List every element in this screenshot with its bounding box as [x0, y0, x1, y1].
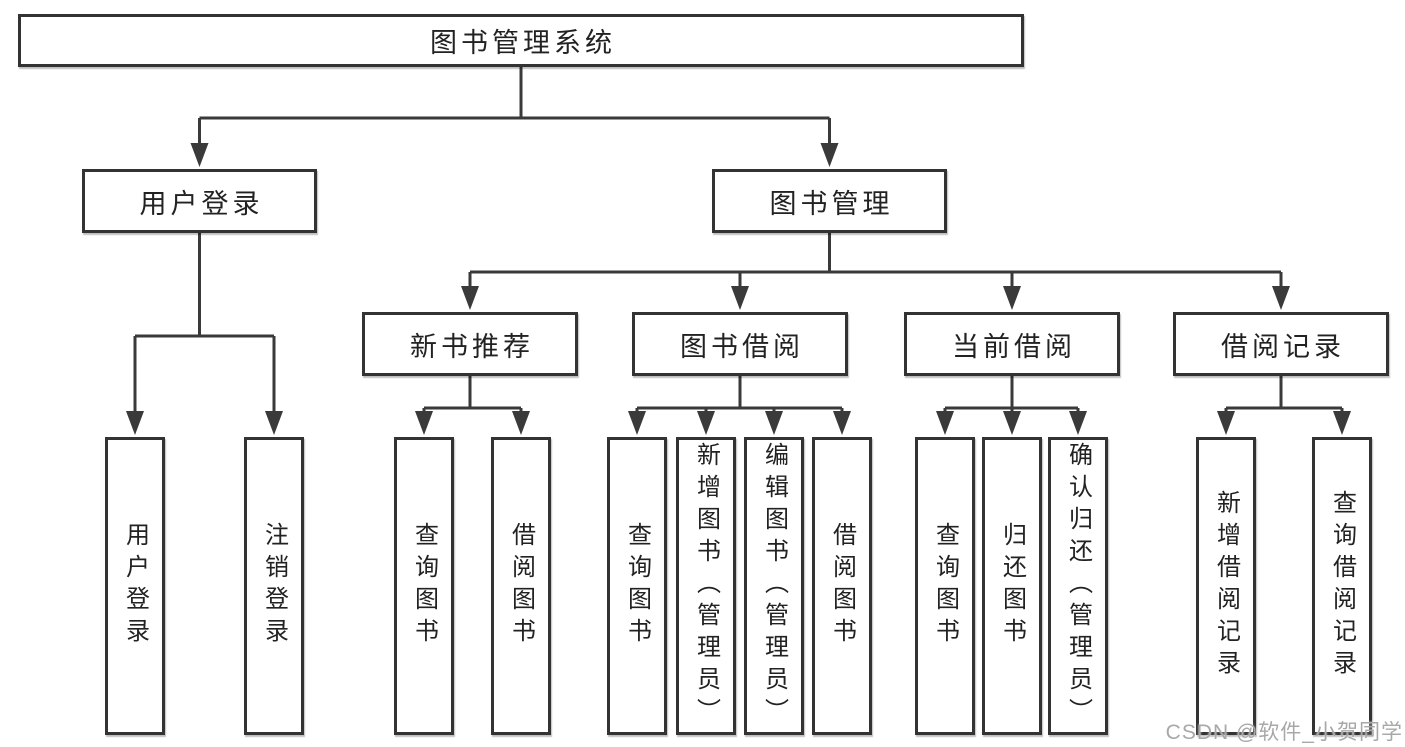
node-borrow-books-label: 借阅图书	[828, 522, 856, 650]
node-logout-label: 注销登录	[260, 522, 288, 650]
node-user-login-label: 用户登录	[139, 188, 264, 219]
node-return-book: 归还图书	[982, 437, 1042, 735]
node-borrow-records: 借阅记录	[1173, 312, 1389, 376]
node-root: 图书管理系统	[18, 14, 1024, 67]
node-return-book-label: 归还图书	[998, 522, 1026, 650]
node-root-label: 图书管理系统	[430, 28, 616, 58]
connector-book-management	[461, 233, 1290, 310]
node-query-borrow-record: 查询借阅记录	[1312, 437, 1372, 735]
node-book-borrow: 图书借阅	[632, 312, 848, 376]
node-borrow-records-label: 借阅记录	[1221, 331, 1345, 362]
node-edit-book-admin: 编辑图书（管理员）	[744, 437, 804, 735]
node-confirm-return-admin-label: 确认归还（管理员）	[1064, 442, 1092, 730]
node-borrow-books-recommend-label: 借阅图书	[507, 522, 535, 650]
node-user-login-leaf: 用户登录	[105, 437, 165, 735]
node-add-borrow-record: 新增借阅记录	[1196, 437, 1256, 735]
node-user-login: 用户登录	[82, 169, 317, 233]
node-confirm-return-admin: 确认归还（管理员）	[1048, 437, 1108, 735]
node-current-borrow-label: 当前借阅	[952, 331, 1076, 362]
node-logout: 注销登录	[244, 437, 304, 735]
node-edit-book-admin-label: 编辑图书（管理员）	[760, 442, 788, 730]
node-add-borrow-record-label: 新增借阅记录	[1212, 490, 1240, 682]
node-book-borrow-label: 图书借阅	[680, 331, 804, 362]
node-query-books-current-label: 查询图书	[931, 522, 959, 650]
connector-borrow-records	[1217, 376, 1351, 435]
node-query-borrow-record-label: 查询借阅记录	[1328, 490, 1356, 682]
node-query-books-recommend: 查询图书	[394, 437, 454, 735]
node-add-book-admin-label: 新增图书（管理员）	[692, 442, 720, 730]
connector-current-borrow	[936, 376, 1087, 435]
node-query-books-recommend-label: 查询图书	[410, 522, 438, 650]
node-add-book-admin: 新增图书（管理员）	[676, 437, 736, 735]
csdn-watermark: CSDN @软件_小贺同学	[1165, 721, 1403, 744]
connector-root	[190, 67, 839, 167]
node-book-management-label: 图书管理	[769, 188, 894, 219]
node-new-book-recommend-label: 新书推荐	[410, 331, 534, 362]
node-book-management: 图书管理	[712, 169, 947, 233]
connector-new-book-recommend	[415, 376, 530, 435]
node-user-login-leaf-label: 用户登录	[121, 522, 149, 650]
node-current-borrow: 当前借阅	[904, 312, 1120, 376]
node-query-books-borrow: 查询图书	[607, 437, 667, 735]
connector-book-borrow	[628, 376, 851, 435]
node-borrow-books: 借阅图书	[812, 437, 872, 735]
node-query-books-borrow-label: 查询图书	[623, 522, 651, 650]
node-query-books-current: 查询图书	[915, 437, 975, 735]
node-borrow-books-recommend: 借阅图书	[491, 437, 551, 735]
connector-user-login	[126, 233, 283, 435]
node-new-book-recommend: 新书推荐	[362, 312, 578, 376]
